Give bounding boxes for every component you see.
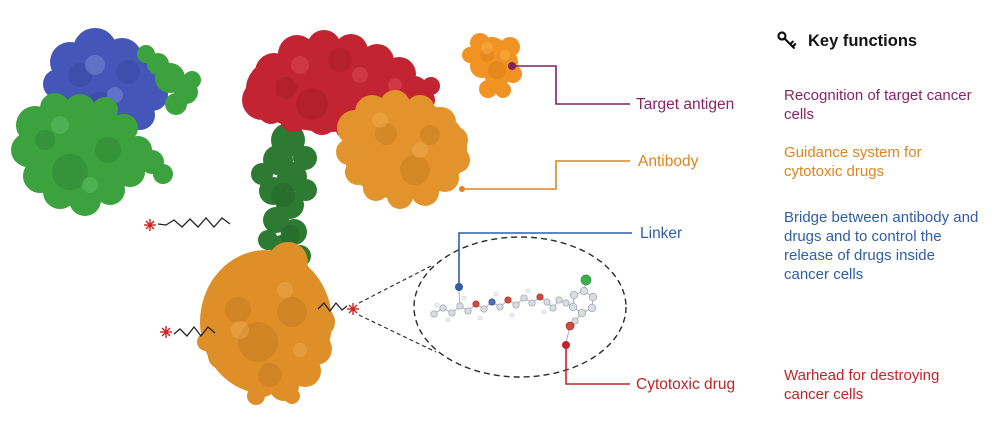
- antibody-orange-domain: [336, 90, 470, 209]
- connector-antibody: [459, 160, 630, 192]
- antibody-lower-orange-domain: [197, 242, 335, 405]
- connector-linker: [455, 232, 632, 291]
- antibody-green-domain: [11, 45, 201, 216]
- linker-zigzag-right: [317, 301, 348, 313]
- linker-description: Bridge between antibody and drugs and to…: [784, 209, 979, 283]
- target-antigen-label: Target antigen: [636, 96, 735, 113]
- linker-label: Linker: [640, 225, 683, 242]
- antibody-stem-domain: [251, 123, 317, 267]
- drug-star-left: [144, 219, 156, 231]
- chlorine-atom: [580, 274, 592, 286]
- antibody-description: Guidance system for cytotoxic drugs: [784, 144, 922, 180]
- drug-star-right: [347, 303, 359, 315]
- key-functions-header: Key functions: [776, 30, 917, 52]
- key-icon: [777, 31, 797, 49]
- key-functions-title: Key functions: [808, 31, 918, 50]
- target-antigen-description: Recognition of target cancer cells: [784, 87, 972, 123]
- linker-zigzag-bottom-left: [173, 325, 216, 338]
- cytotoxic-drug-label: Cytotoxic drug: [636, 376, 736, 393]
- drug-molecule-chain: [430, 274, 598, 344]
- cytotoxic-drug-description: Warhead for destroying cancer cells: [784, 367, 940, 403]
- magnifier-callout: [358, 236, 627, 378]
- connector-target-antigen: [508, 62, 630, 105]
- connector-cytotoxic-drug: [562, 341, 630, 385]
- target-antigen-blob: [462, 33, 522, 98]
- linker-zigzag-left: [157, 217, 231, 228]
- antibody-label: Antibody: [638, 153, 699, 170]
- drug-star-bottom-left: [160, 326, 172, 338]
- magnifier-ellipse: [413, 236, 627, 378]
